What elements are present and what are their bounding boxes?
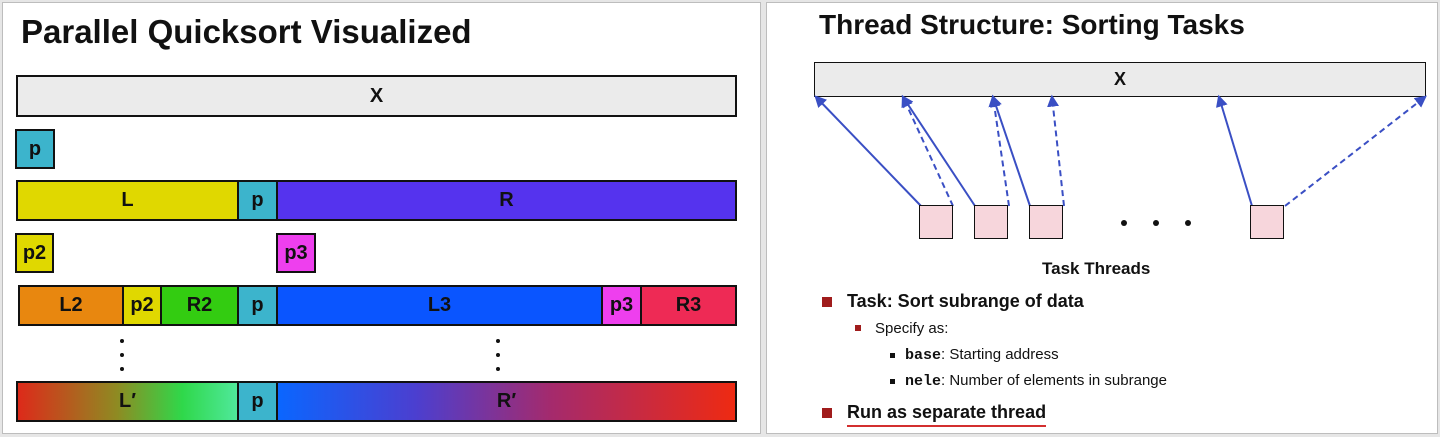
sub-bullet-specify: Specify as: <box>875 320 949 337</box>
task-threads-caption: Task Threads <box>1042 259 1151 278</box>
segment-r2-label: R2 <box>186 294 213 316</box>
pivot-p-label: p <box>28 137 42 160</box>
sub-bullet-square-icon <box>855 325 861 331</box>
item-nele-code: nele <box>905 373 942 390</box>
item-base-text: : Starting address <box>941 346 1059 363</box>
segment-p-final-label: p <box>251 390 264 412</box>
segment-r-prime: R′ <box>278 383 735 420</box>
segment-p: p <box>239 182 278 219</box>
arrow-nele-n <box>1284 95 1427 207</box>
segment-r2: R2 <box>162 287 239 324</box>
partition-row-2: L2 p2 R2 p L3 p3 R3 <box>18 285 737 326</box>
bullet-run-separate-thread: Run as separate thread <box>847 402 1047 427</box>
pivot-p3-box: p3 <box>276 233 316 273</box>
item-nele-text: : Number of elements in subrange <box>941 372 1167 389</box>
final-sorted-row: L′ p R′ <box>16 381 737 422</box>
item-base-code: base <box>905 347 942 364</box>
item-nele: nele: Number of elements in subrange <box>905 372 1167 390</box>
pivot-p-box: p <box>15 129 55 169</box>
left-slide-panel: Parallel Quicksort Visualized X p L p R … <box>2 2 761 434</box>
task-thread-box <box>1029 205 1063 239</box>
partition-row-1: L p R <box>16 180 737 221</box>
vertical-ellipsis-left <box>120 339 126 381</box>
task-thread-box <box>1250 205 1284 239</box>
vertical-ellipsis-right <box>496 339 502 381</box>
bullet-square-icon <box>822 297 832 307</box>
data-array-bar: X <box>814 62 1426 97</box>
segment-p-label: p <box>251 189 264 211</box>
segment-l3-label: L3 <box>427 294 452 316</box>
right-slide-panel: Thread Structure: Sorting Tasks X Task T… <box>766 2 1438 434</box>
right-slide-title: Thread Structure: Sorting Tasks <box>819 9 1245 40</box>
segment-p-final: p <box>239 383 278 420</box>
segment-r3: R3 <box>642 287 735 324</box>
item-base: base: Starting address <box>905 346 1059 364</box>
arrow-base-3 <box>990 94 1031 207</box>
segment-l3: L3 <box>278 287 603 324</box>
arrow-base-2 <box>901 94 976 207</box>
segment-l2: L2 <box>20 287 124 324</box>
segment-p3: p3 <box>603 287 642 324</box>
arrow-base-n <box>1216 94 1253 207</box>
task-thread-box <box>919 205 953 239</box>
segment-r3-label: R3 <box>675 294 702 316</box>
left-slide-title: Parallel Quicksort Visualized <box>21 13 472 50</box>
segment-r: R <box>278 182 735 219</box>
segment-l2-label: L2 <box>59 294 83 316</box>
horizontal-ellipsis <box>1121 220 1191 226</box>
segment-p2-label: p2 <box>130 294 154 316</box>
segment-r-prime-label: R′ <box>496 390 517 412</box>
arrow-nele-3 <box>1047 94 1065 207</box>
item-square-icon <box>890 379 895 384</box>
segment-p-mid: p <box>239 287 278 324</box>
segment-p2: p2 <box>124 287 162 324</box>
array-x-bar: X <box>16 75 737 117</box>
segment-l-prime-label: L′ <box>118 390 136 412</box>
task-thread-box <box>974 205 1008 239</box>
bullet-task-description: Task: Sort subrange of data <box>847 291 1084 311</box>
data-array-label: X <box>1113 69 1126 89</box>
bullet-square-icon <box>822 408 832 418</box>
arrow-base-1 <box>814 95 922 207</box>
arrow-nele-1 <box>901 94 954 207</box>
segment-p3-label: p3 <box>609 294 634 316</box>
segment-l-label: L <box>121 189 134 211</box>
arrow-nele-2 <box>988 94 1010 207</box>
item-square-icon <box>890 353 895 358</box>
pivot-p2-box: p2 <box>15 233 54 273</box>
segment-l: L <box>18 182 239 219</box>
array-x-label: X <box>369 84 384 107</box>
segment-p-mid-label: p <box>251 294 264 316</box>
pivot-p3-label: p3 <box>284 241 308 264</box>
segment-l-prime: L′ <box>18 383 239 420</box>
segment-r-label: R <box>499 189 514 211</box>
pivot-p2-label: p2 <box>22 241 47 264</box>
